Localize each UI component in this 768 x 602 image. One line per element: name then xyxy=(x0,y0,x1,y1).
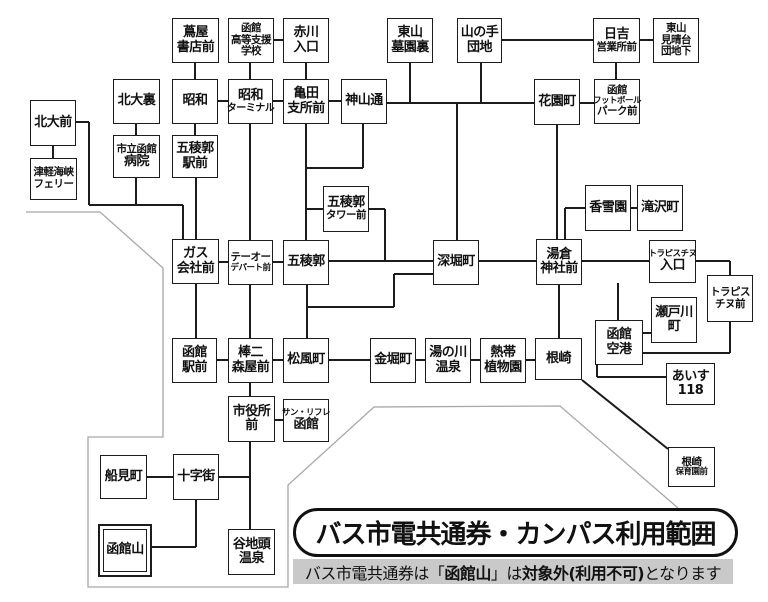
service-area-boundary xyxy=(26,211,679,588)
title-pill: バス市電共通券・カンパス利用範囲 xyxy=(293,508,738,557)
note-text: バス市電共通券は「函館山」は対象外(利用不可)となります xyxy=(304,563,722,583)
title-text: バス市電共通券・カンパス利用範囲 xyxy=(315,520,716,550)
route-connector xyxy=(581,379,669,450)
note-bar: バス市電共通券は「函館山」は対象外(利用不可)となります xyxy=(293,559,733,584)
